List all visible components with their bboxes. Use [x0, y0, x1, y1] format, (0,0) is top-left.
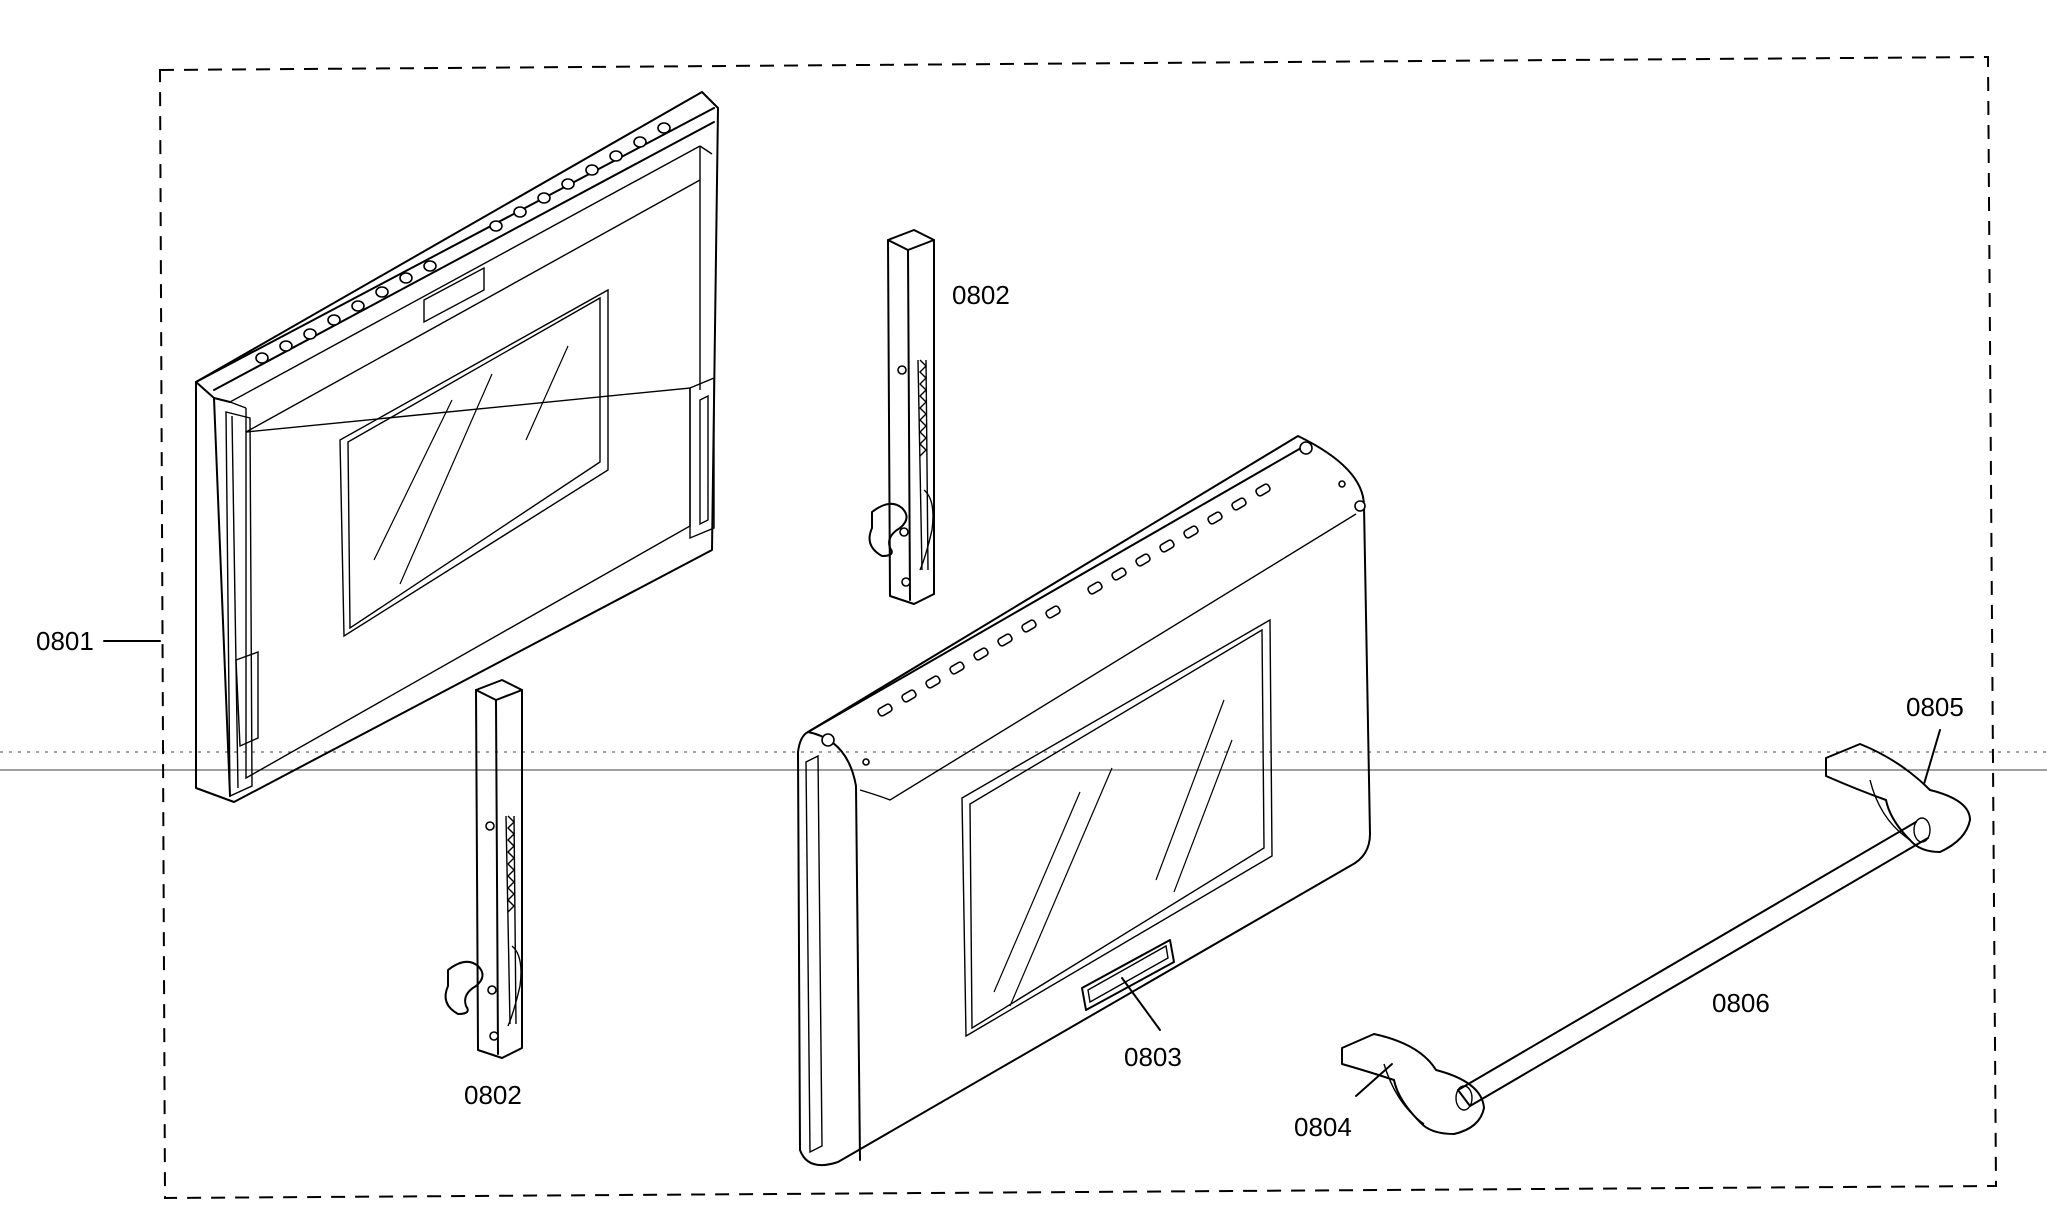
- outer-door-panel: [797, 435, 1371, 1166]
- callout-0803: 0803: [1124, 1042, 1182, 1072]
- vent-slots-door: [877, 483, 1271, 717]
- callout-0806: 0806: [1712, 988, 1770, 1018]
- assembly-boundary: [158, 55, 1998, 1200]
- handle-assembly: [1341, 743, 1971, 1135]
- hinge-top: [868, 229, 935, 605]
- callout-0804: 0804: [1294, 1112, 1352, 1142]
- callout-0801: 0801: [36, 626, 94, 656]
- leader-0803: [1121, 977, 1161, 1031]
- callout-0802-bottom: 0802: [464, 1080, 522, 1110]
- inner-door-frame: [195, 91, 719, 803]
- handle-end-right: [1825, 743, 1971, 853]
- callout-0805: 0805: [1906, 692, 1964, 722]
- callout-0802-top: 0802: [952, 280, 1010, 310]
- hinge-bottom: [444, 679, 523, 1059]
- handle-end-left: [1341, 1033, 1485, 1135]
- handle-bar: [1457, 821, 1929, 1107]
- leader-0805: [1923, 729, 1941, 785]
- leader-0804: [1355, 1063, 1393, 1097]
- vent-holes-frame: [255, 122, 671, 364]
- brand-badge: [1081, 939, 1175, 1011]
